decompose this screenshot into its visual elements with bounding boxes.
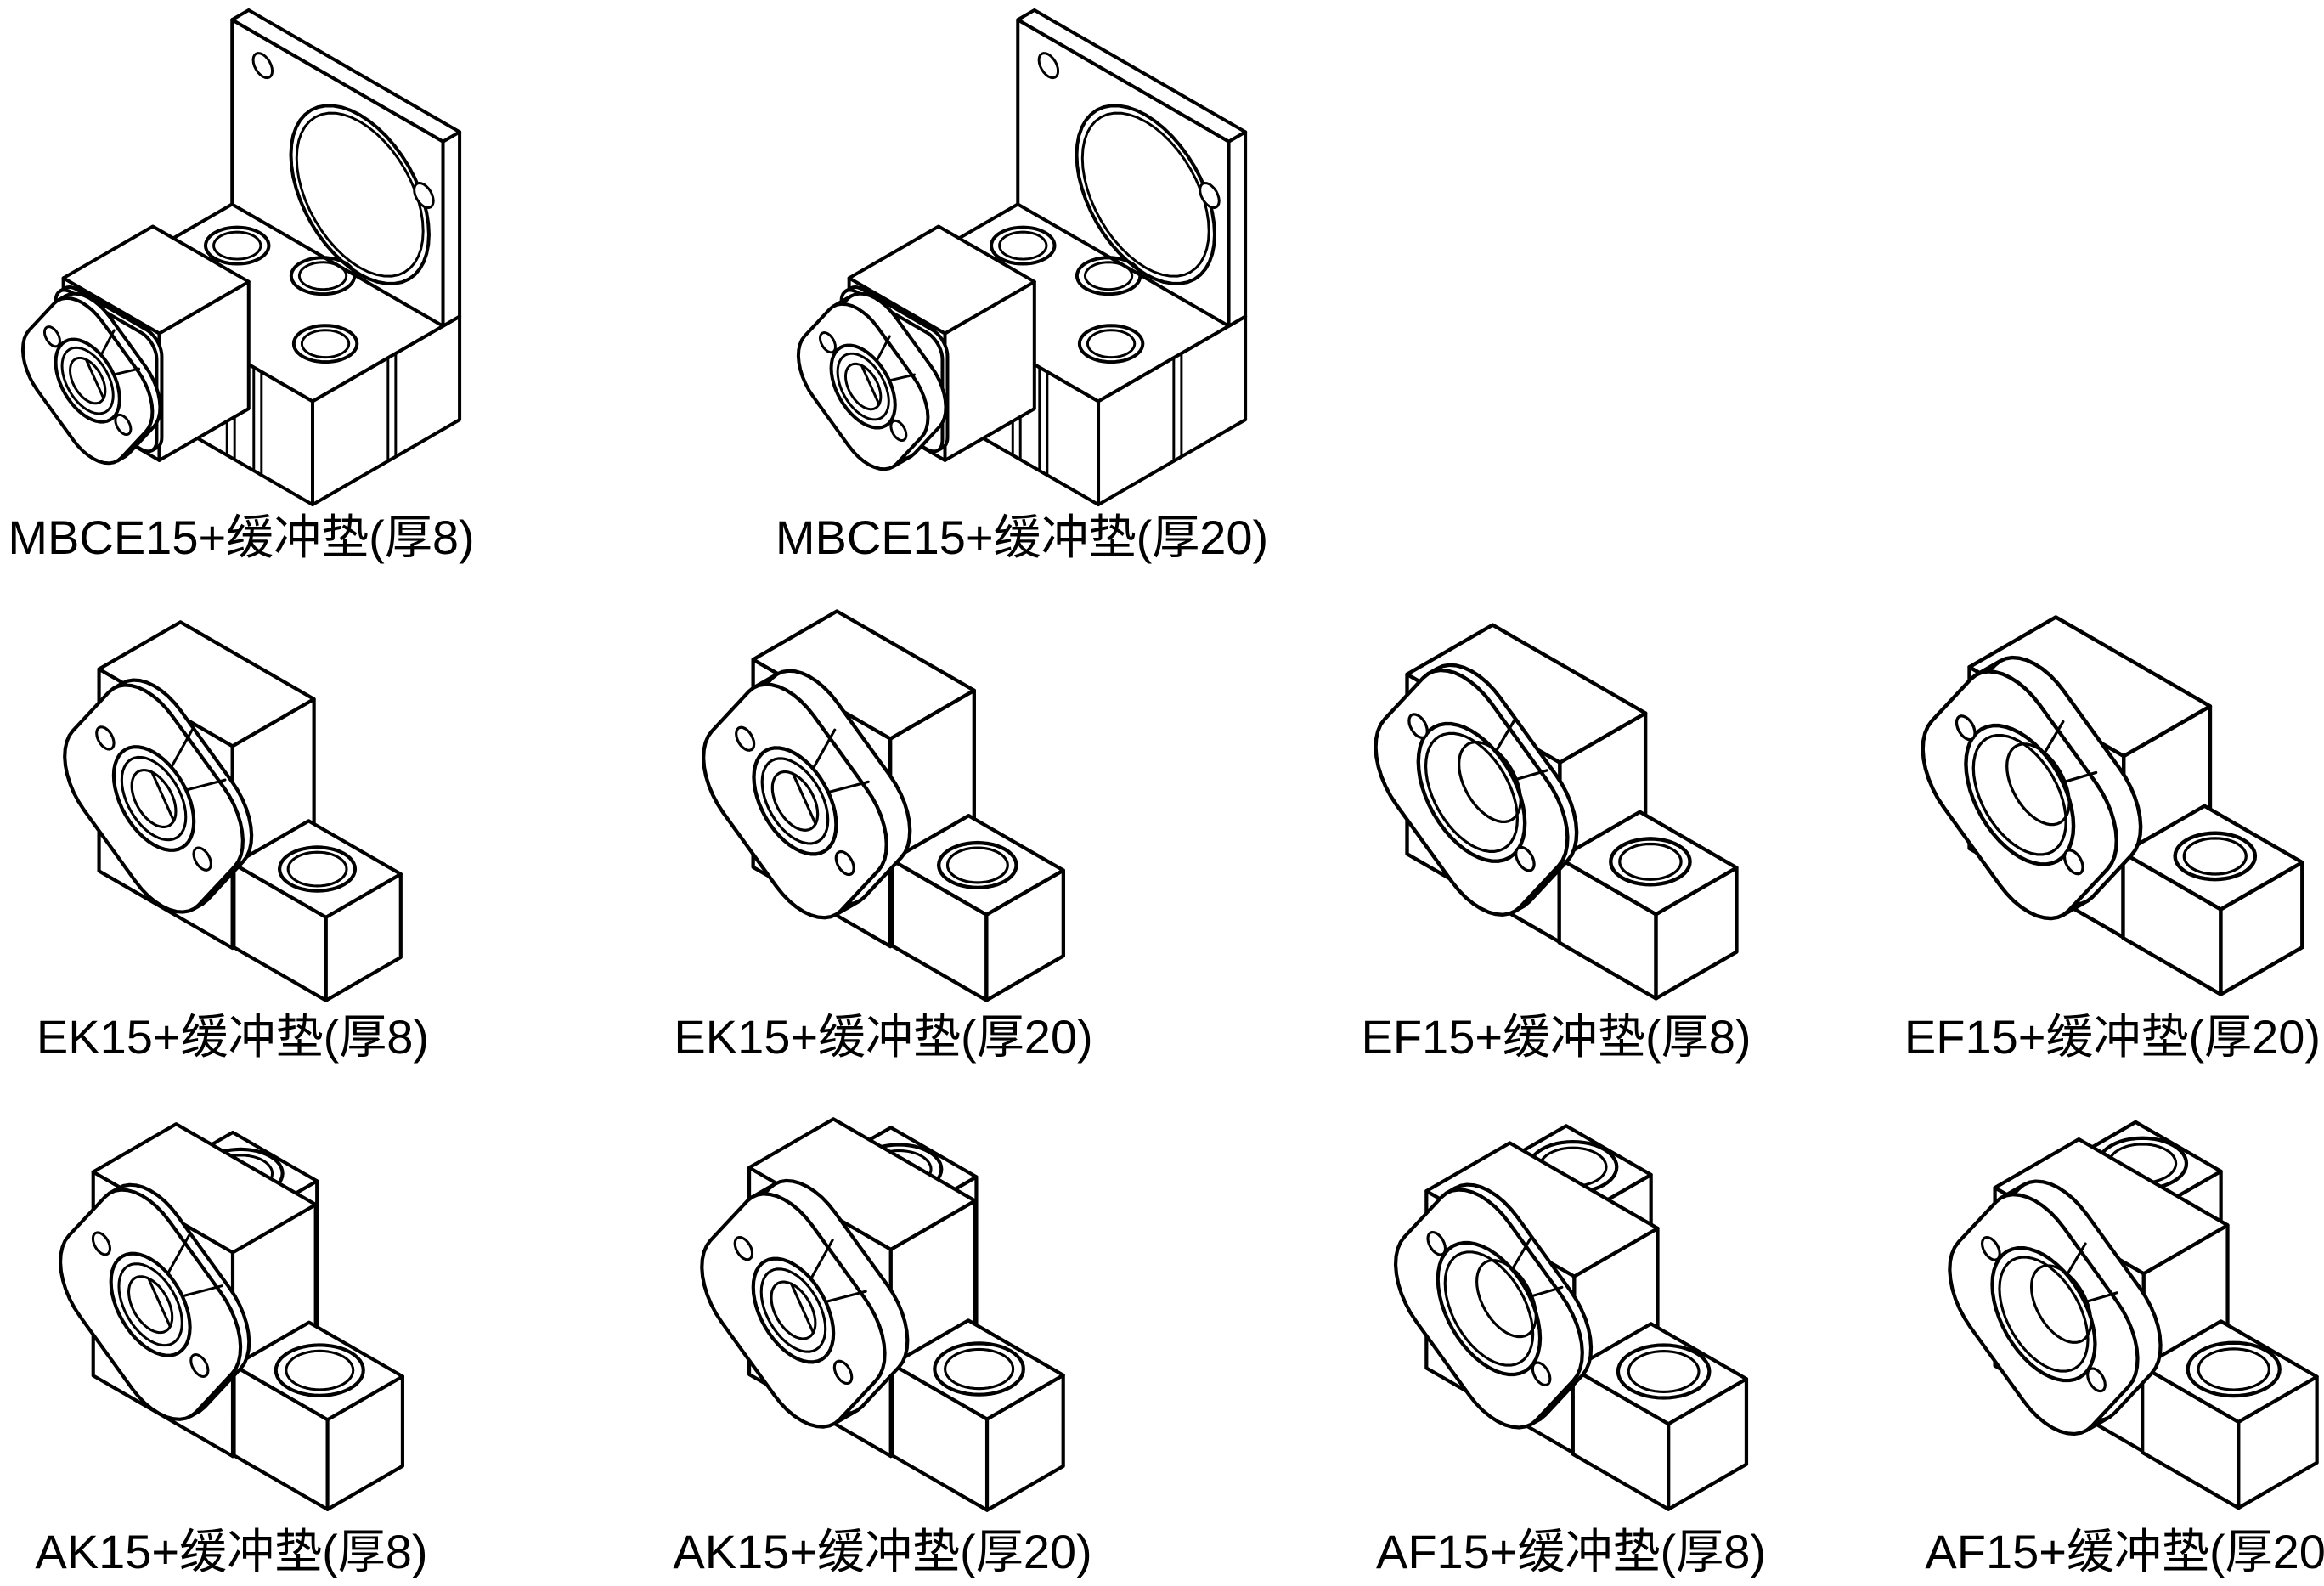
figure-af15-pad20: AF15+缓冲垫(厚20) [1925,1115,2324,1578]
af15-pad8-drawing [1393,1124,1749,1511]
ak15-pad20-drawing [700,1117,1065,1512]
figure-caption: EF15+缓冲垫(厚20) [1904,1010,2321,1064]
figure-ak15-pad20: AK15+缓冲垫(厚20) [657,1113,1108,1578]
figure-caption: AK15+缓冲垫(厚8) [35,1525,428,1578]
figure-caption: AF15+缓冲垫(厚20) [1925,1525,2324,1578]
ek15-pad20-drawing [701,609,1066,1002]
figure-ak15-pad8: AK15+缓冲垫(厚8) [20,1118,443,1578]
figure-mbce15-pad8: MBCE15+缓冲垫(厚8) [7,4,476,563]
figure-ek15-pad8: EK15+缓冲垫(厚8) [24,616,442,1063]
figure-caption: AF15+缓冲垫(厚8) [1376,1525,1766,1578]
figure-ef15-pad20: EF15+缓冲垫(厚20) [1904,605,2321,1063]
figure-caption: MBCE15+缓冲垫(厚8) [8,511,475,564]
mbce15-pad8-drawing [20,8,462,507]
figure-mbce15-pad20: MBCE15+缓冲垫(厚20) [764,4,1279,563]
af15-pad20-drawing [1948,1120,2319,1510]
figure-af15-pad8: AF15+缓冲垫(厚8) [1366,1120,1776,1578]
ef15-pad8-drawing [1374,623,1739,1001]
figure-caption: MBCE15+缓冲垫(厚20) [775,511,1269,564]
figure-caption: AK15+缓冲垫(厚20) [673,1525,1092,1578]
ef15-pad20-drawing [1921,615,2304,996]
figure-caption: EF15+缓冲垫(厚8) [1361,1010,1751,1064]
mbce15-pad20-drawing [796,8,1248,507]
figure-caption: EK15+缓冲垫(厚20) [674,1010,1093,1064]
figure-ek15-pad20: EK15+缓冲垫(厚20) [661,605,1106,1063]
figure-caption: EK15+缓冲垫(厚8) [36,1010,430,1064]
ak15-pad8-drawing [59,1122,404,1511]
ek15-pad8-drawing [63,620,403,1002]
figure-ef15-pad8: EF15+缓冲垫(厚8) [1353,618,1759,1063]
